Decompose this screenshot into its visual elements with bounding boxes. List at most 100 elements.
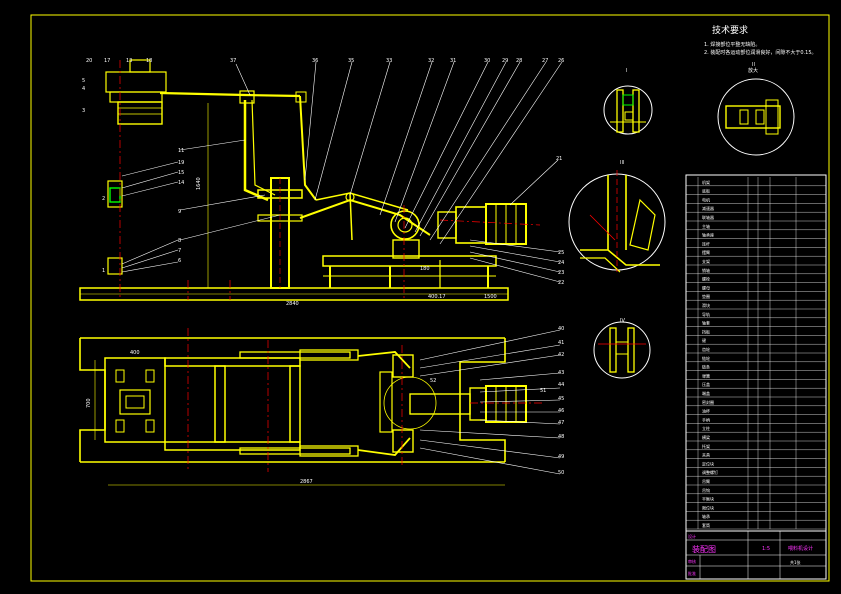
balloon-24: 24 — [558, 260, 564, 266]
detail-label-4: IV — [620, 318, 625, 324]
bom-row-name: 轴承 — [702, 513, 710, 519]
balloon-23: 23 — [558, 270, 564, 276]
sheet-count: 共1张 — [790, 559, 801, 565]
bom-row-name: 链轮 — [702, 355, 710, 361]
bom-row-name: 底板 — [702, 188, 710, 194]
dim-plan-length: 2867 — [300, 479, 313, 485]
detail-label-1: I — [626, 68, 627, 74]
plan-centerlines — [187, 328, 545, 472]
front-centerlines — [119, 60, 541, 300]
balloon-1: 1 — [102, 268, 105, 274]
balloon-31: 31 — [450, 58, 456, 64]
bom-row-name: 调整螺钉 — [702, 469, 718, 475]
balloon-19: 19 — [178, 160, 184, 166]
balloon-29: 29 — [502, 58, 508, 64]
bom-row-name: 套筒 — [702, 522, 710, 528]
dim-overall-length: 2840 — [286, 301, 299, 307]
plan-view — [79, 337, 527, 486]
scale-value: 1:5 — [762, 546, 770, 552]
front-view — [79, 59, 527, 301]
bom-row-name: 连杆 — [702, 240, 710, 246]
balloon-26: 26 — [558, 58, 564, 64]
balloon-5: 5 — [82, 78, 85, 84]
dim-small-b: 180 — [420, 266, 430, 272]
dim-plan-width: 700 — [86, 398, 92, 408]
bom-row-name: 手柄 — [702, 416, 710, 422]
balloon-47: 47 — [558, 420, 564, 426]
balloon-40: 40 — [558, 326, 564, 332]
balloon-4: 4 — [82, 86, 85, 92]
bom-row-name: 链条 — [702, 364, 710, 370]
bom-row-name: 吊臂 — [702, 478, 710, 484]
balloon-2: 2 — [102, 196, 105, 202]
bom-row-name: 弹簧 — [702, 372, 710, 378]
bom-row-name: 滑块 — [702, 302, 710, 308]
bom-row-name: 导轨 — [702, 311, 710, 317]
bom-row-name: 吊钩 — [702, 487, 710, 493]
balloon-8: 8 — [178, 238, 181, 244]
drawing-name: 装配图 — [692, 544, 716, 554]
highlight-part — [109, 187, 121, 203]
bom-row-name: 机架 — [702, 179, 710, 185]
product-name: 喂料机设计 — [788, 545, 813, 552]
balloon-27: 27 — [542, 58, 548, 64]
dimension-texts: 2840 2867 1640 400.17 1500 700 400 180 — [86, 177, 497, 485]
bom-row-name: 压盖 — [702, 381, 710, 387]
bom-row-name: 挡板 — [702, 328, 710, 334]
sheet-border — [30, 14, 830, 582]
bom-row-name: 横梁 — [702, 434, 710, 440]
balloon-20: 20 — [86, 58, 92, 64]
balloon-48: 48 — [558, 434, 564, 440]
balloon-11: 11 — [178, 148, 184, 154]
balloon-51: 51 — [540, 388, 546, 394]
balloon-50: 50 — [558, 470, 564, 476]
bom-row-name: 定位块 — [702, 460, 714, 466]
bom-row-name: 支架 — [702, 258, 710, 264]
dim-small-a: 400 — [130, 350, 140, 356]
label-check: 审核 — [688, 558, 696, 564]
bom-row-name: 联轴器 — [702, 214, 714, 220]
tech-req-line-2: 2. 装配时各运动部位润滑良好，间隙不大于0.15。 — [704, 49, 817, 56]
balloon-14: 14 — [178, 180, 184, 186]
balloon-13: 13 — [126, 58, 132, 64]
balloon-46: 46 — [558, 408, 564, 414]
bom-row-name: 键 — [702, 337, 706, 343]
balloon-49: 49 — [558, 454, 564, 460]
balloon-15: 15 — [178, 170, 184, 176]
bom-row-name: 限位块 — [702, 504, 714, 510]
tech-req-title: 技术要求 — [712, 24, 748, 36]
tech-req-line-1: 1. 焊接部位平整无缺陷。 — [704, 41, 760, 48]
balloon-35: 35 — [348, 58, 354, 64]
bom-row-name: 平衡块 — [702, 496, 714, 502]
label-design: 设计 — [688, 533, 696, 539]
dim-span-a: 400.17 — [428, 294, 446, 300]
balloon-43: 43 — [558, 370, 564, 376]
balloon-21: 21 — [556, 156, 562, 162]
bom-row-name: 轴套 — [702, 320, 710, 326]
bom-row-name: 托架 — [702, 443, 710, 449]
bom-row-name: 螺母 — [702, 284, 710, 290]
balloon-3: 3 — [82, 108, 85, 114]
balloon-17: 17 — [104, 58, 110, 64]
detail-label-3: III — [620, 160, 624, 166]
balloon-45: 45 — [558, 396, 564, 402]
dim-span-b: 1500 — [484, 294, 497, 300]
bom-row-name: 螺栓 — [702, 276, 710, 282]
balloon-22: 22 — [558, 280, 564, 286]
balloon-28: 28 — [516, 58, 522, 64]
bom-grid — [686, 177, 826, 530]
bom-table: 机架底板电机减速器联轴器主轴轴承座连杆摆臂支架销轴螺栓螺母垫圈滑块导轨轴套挡板键… — [685, 174, 827, 532]
detail-labels: I II 放大 III IV — [620, 62, 758, 324]
balloon-25: 25 — [558, 250, 564, 256]
bom-row-name: 立柱 — [702, 425, 710, 431]
balloon-labels-right: 25 24 23 22 40 41 42 43 44 45 46 47 48 4… — [430, 250, 564, 476]
balloon-18: 18 — [146, 58, 152, 64]
bom-row-name: 端盖 — [702, 390, 710, 396]
detail-views — [568, 78, 795, 379]
bom-row-name: 轴承座 — [702, 232, 714, 238]
dim-height: 1640 — [196, 177, 202, 190]
balloon-30: 30 — [484, 58, 490, 64]
balloon-6: 6 — [178, 258, 181, 264]
bom-row-name: 销轴 — [702, 267, 710, 273]
bom-row-name: 油杯 — [702, 408, 710, 414]
